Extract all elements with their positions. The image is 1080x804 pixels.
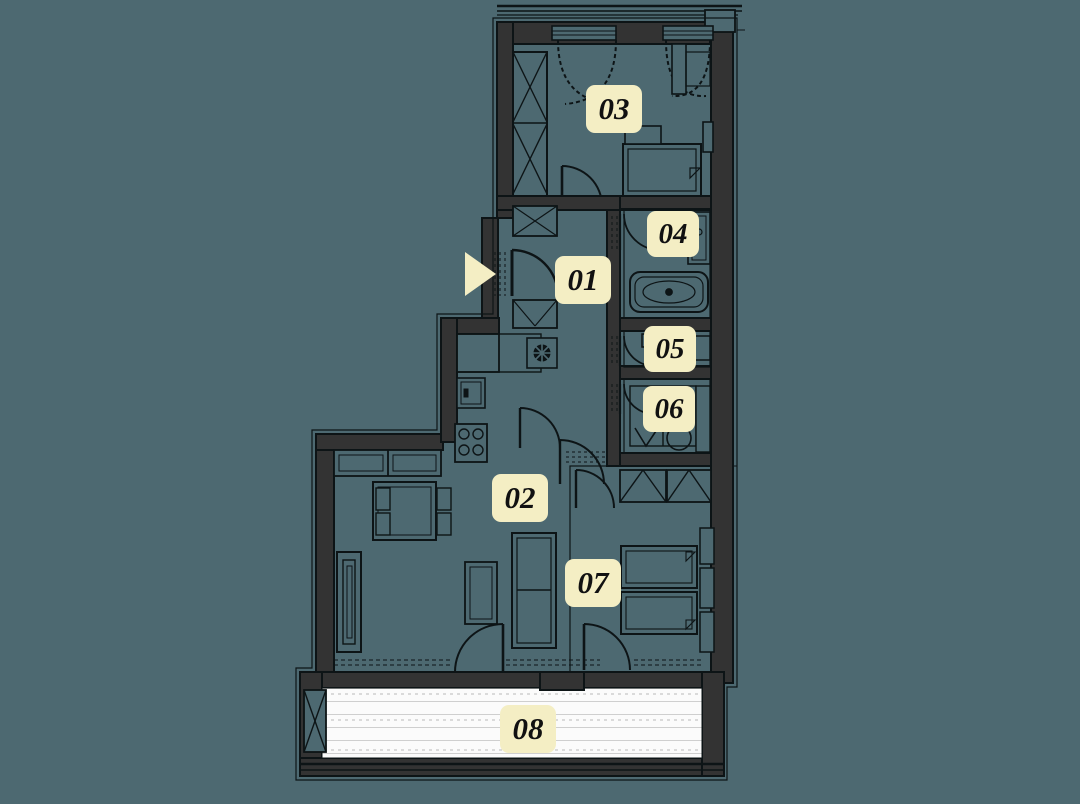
room-badge-label: 07 xyxy=(577,565,609,600)
room-badge-02[interactable]: 02 xyxy=(492,474,548,522)
room-badge-label: 01 xyxy=(567,262,599,297)
room-badge-05[interactable]: 05 xyxy=(644,326,696,372)
wall-unit-02 xyxy=(456,377,486,409)
coffee-table-02 xyxy=(464,561,498,625)
room-badge-01[interactable]: 01 xyxy=(555,256,611,304)
room-03-bedroom xyxy=(512,39,714,207)
tall-cabinet-02 xyxy=(511,532,557,649)
room-badge-label: 04 xyxy=(658,217,688,250)
nightstands-07 xyxy=(699,527,715,653)
room-badge-08[interactable]: 08 xyxy=(500,705,556,753)
room-badge-label: 05 xyxy=(655,332,685,365)
sofa-02 xyxy=(336,551,362,653)
kitchen-sink-02 xyxy=(526,337,558,369)
door-07-top xyxy=(574,469,615,509)
room-badge-label: 08 xyxy=(512,711,544,746)
entrance-arrow xyxy=(465,252,496,296)
room-badge-label: 06 xyxy=(654,392,684,425)
door-living-balcony xyxy=(454,623,505,673)
wardrobe-xhatch-07 xyxy=(619,469,712,503)
top-window-band xyxy=(497,4,742,41)
kitchen-cabinets-02 xyxy=(333,449,442,477)
door-hall-kitchen xyxy=(518,407,561,449)
bed-double-03 xyxy=(622,121,714,197)
room-badge-label: 02 xyxy=(504,480,536,515)
room-badge-04[interactable]: 04 xyxy=(647,211,699,257)
closet-xhatch-01a xyxy=(512,205,558,237)
kitchen-counter-02 xyxy=(456,333,542,373)
room-02-living xyxy=(333,333,600,673)
door-07-balcony xyxy=(582,623,631,671)
stove-02 xyxy=(454,423,488,463)
room-07-bedroom xyxy=(569,465,715,673)
wardrobe-xhatch-03 xyxy=(512,51,548,197)
room-badge-03[interactable]: 03 xyxy=(586,85,642,133)
balcony-storage-xhatch xyxy=(303,689,327,753)
bathtub-04 xyxy=(629,271,709,313)
closet-03 xyxy=(671,43,711,95)
room-badge-06[interactable]: 06 xyxy=(643,386,695,432)
beds-twin-07 xyxy=(620,545,698,635)
room-badge-07[interactable]: 07 xyxy=(565,559,621,607)
dining-set-02 xyxy=(372,481,452,541)
room-badge-label: 03 xyxy=(598,91,630,126)
closet-xhatch-01b xyxy=(512,299,558,329)
corridor-hatch xyxy=(566,451,606,463)
plan-outline-detail xyxy=(295,17,745,781)
